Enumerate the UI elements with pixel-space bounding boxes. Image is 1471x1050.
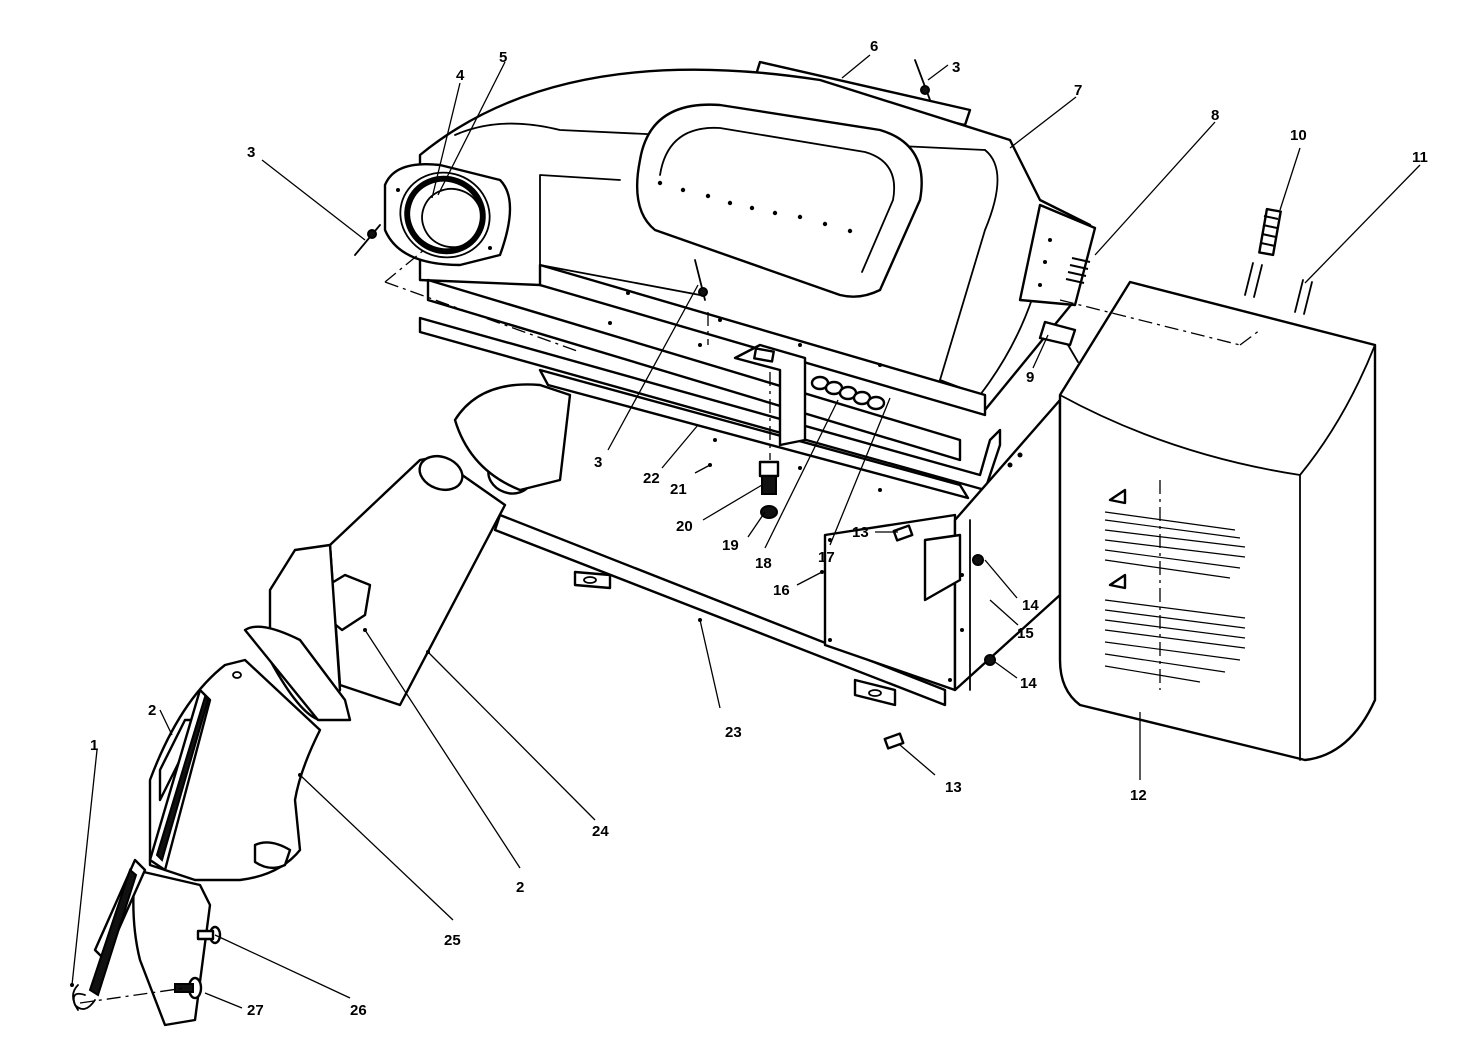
callout-6: 6 <box>870 38 878 55</box>
callout-7: 7 <box>1074 82 1082 99</box>
callout-12: 12 <box>1130 787 1147 804</box>
callout-23: 23 <box>725 724 742 741</box>
part-18-chain <box>810 375 886 411</box>
callout-17: 17 <box>818 549 835 566</box>
callout-13-upper: 13 <box>852 524 869 541</box>
part-8-hinge <box>1065 257 1091 284</box>
callout-3-middle: 3 <box>594 454 602 471</box>
callout-2-lower: 2 <box>516 879 524 896</box>
callout-14-upper: 14 <box>1022 597 1039 614</box>
part-21-22-mount-rails <box>418 278 1002 500</box>
part-7-hood <box>418 68 1097 417</box>
part-20-bracket <box>733 343 807 495</box>
part-9-latch <box>1038 320 1079 363</box>
part-14-nuts <box>972 554 996 666</box>
callout-3-top: 3 <box>952 59 960 76</box>
callout-8: 8 <box>1211 107 1219 124</box>
callout-13-lower: 13 <box>945 779 962 796</box>
part-26-knob <box>88 858 222 1027</box>
callout-4: 4 <box>456 67 465 84</box>
callout-22: 22 <box>643 470 660 487</box>
part-19-nut <box>760 505 778 519</box>
callout-25: 25 <box>444 932 461 949</box>
part-12-grass-bag <box>1058 280 1377 762</box>
callout-labels: 1 2 2 3 3 3 4 5 6 7 8 9 10 11 12 13 13 1… <box>90 38 1428 1019</box>
callout-10: 10 <box>1290 127 1307 144</box>
callout-24: 24 <box>592 823 609 840</box>
callout-14-lower: 14 <box>1020 675 1037 692</box>
callout-21: 21 <box>670 481 687 498</box>
part-2-side-flap <box>148 688 212 872</box>
callout-leaders <box>70 54 1421 1009</box>
callout-2-upper: 2 <box>148 702 156 719</box>
callout-27: 27 <box>247 1002 264 1019</box>
callout-5: 5 <box>499 49 507 66</box>
part-23-frame <box>493 513 947 707</box>
callout-18: 18 <box>755 555 772 572</box>
alignment-centerlines <box>79 244 1261 1004</box>
part-4-5-inlet-ring <box>383 163 512 267</box>
callout-26: 26 <box>350 1002 367 1019</box>
callout-1: 1 <box>90 737 98 754</box>
part-1-hairpin <box>72 984 96 1011</box>
callout-11: 11 <box>1412 149 1428 166</box>
callout-9: 9 <box>1026 369 1034 386</box>
part-27-knob <box>174 976 203 1000</box>
part-10-11-rods <box>1244 207 1313 315</box>
part-13-bolts <box>883 524 914 750</box>
callout-20: 20 <box>676 518 693 535</box>
part-2-deflector <box>243 543 352 722</box>
part-3-pins <box>354 59 931 301</box>
callout-19: 19 <box>722 537 739 554</box>
callout-15: 15 <box>1017 625 1034 642</box>
callout-16: 16 <box>773 582 790 599</box>
callout-3-left: 3 <box>247 144 255 161</box>
